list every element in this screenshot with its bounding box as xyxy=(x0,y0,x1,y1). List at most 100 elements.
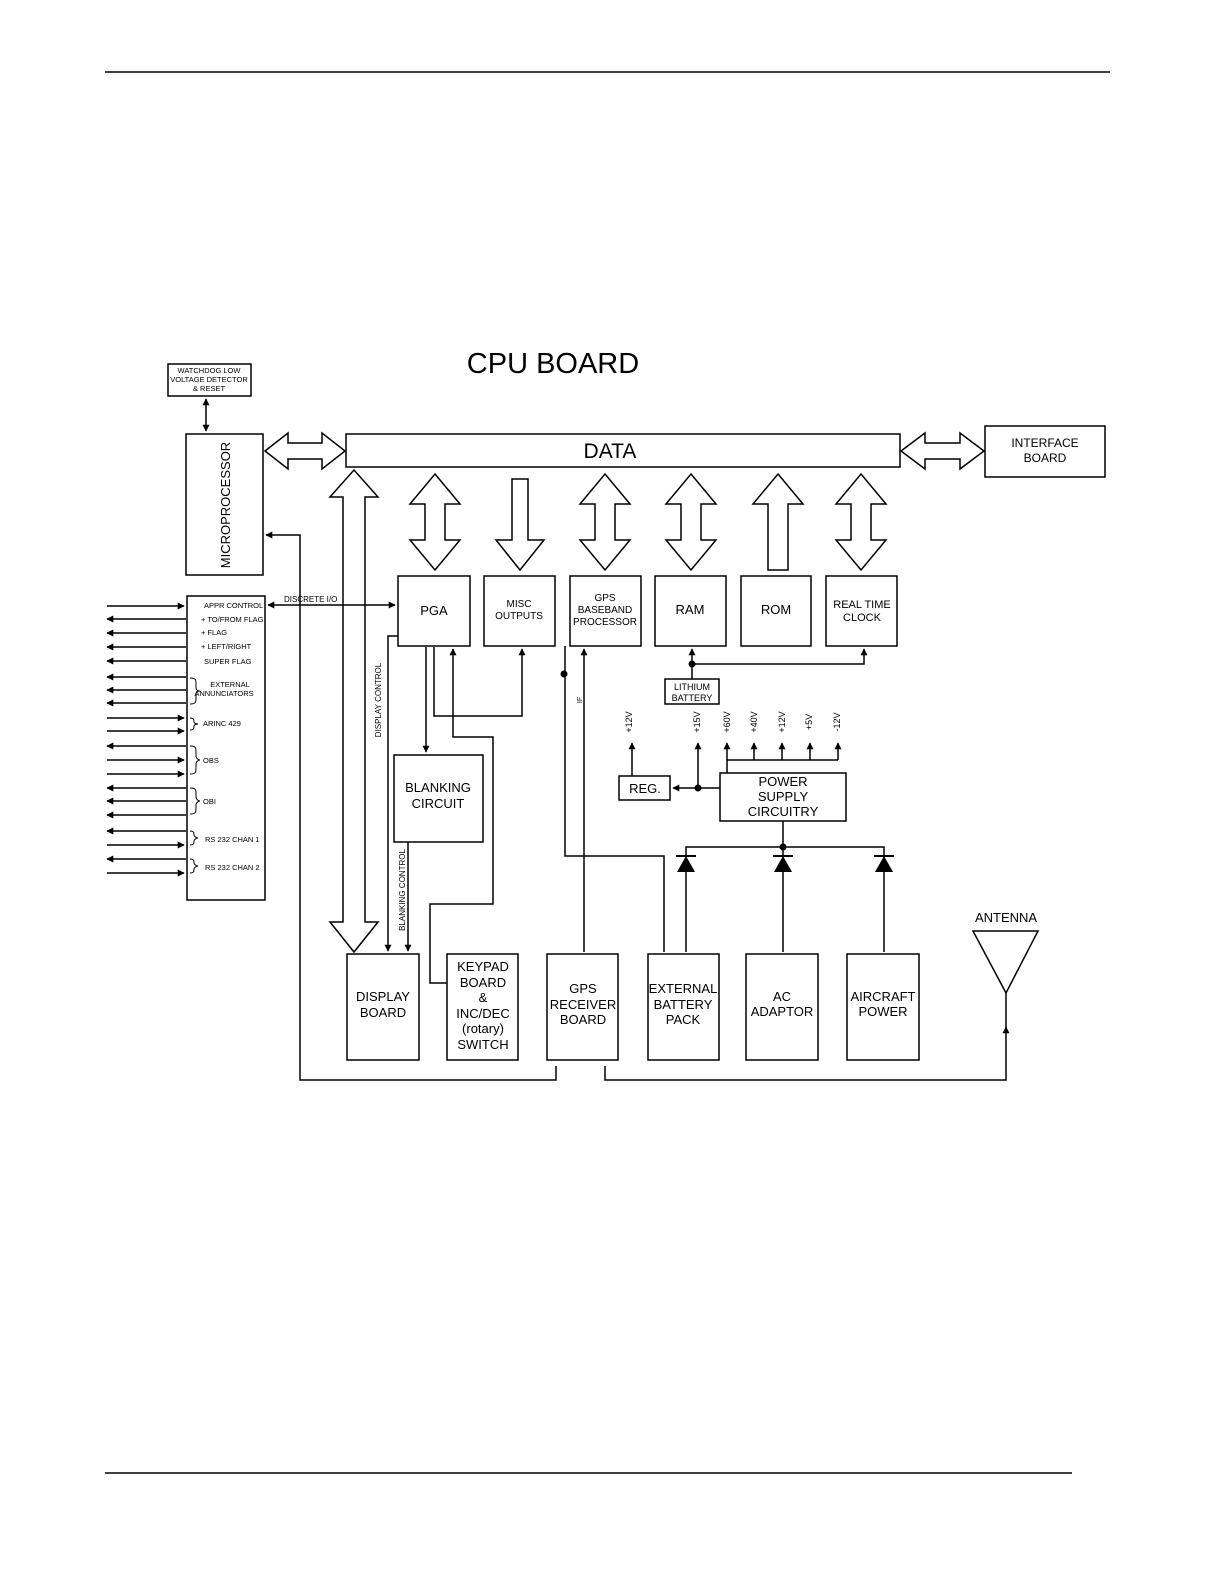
data-bus: DATA xyxy=(345,433,901,468)
ac-adaptor-line-1: AC xyxy=(773,989,791,1004)
io-panel xyxy=(186,595,266,901)
bus-arrow-display xyxy=(328,468,380,954)
interface-bus-arrow xyxy=(899,431,986,471)
io-flag: + FLAG xyxy=(201,628,227,637)
lithium-line-1: LITHIUM xyxy=(674,682,710,692)
io-to-from-flag: + TO/FROM FLAG xyxy=(201,615,264,624)
pga-misc-line xyxy=(433,647,526,717)
diode-ac xyxy=(773,855,793,952)
io-annunciators: ANNUNCIATORS xyxy=(194,689,253,698)
watchdog-block: WATCHDOG LOW VOLTAGE DETECTOR & RESET xyxy=(167,363,252,397)
brace-obs xyxy=(189,745,201,775)
bus-arrow-gps xyxy=(578,472,632,572)
power-supply-block: POWER SUPPLY CIRCUITRY xyxy=(719,772,847,822)
if-label: IF xyxy=(577,697,584,703)
battery-sense-line xyxy=(564,674,665,952)
misc-line-2: OUTPUTS xyxy=(495,611,543,622)
ac-adaptor-line-2: ADAPTOR xyxy=(751,1004,814,1019)
interface-line-2: BOARD xyxy=(1024,451,1067,465)
io-left-right: + LEFT/RIGHT xyxy=(201,642,252,651)
ext-battery-line-1: EXTERNAL xyxy=(649,981,718,996)
ram-label: RAM xyxy=(676,602,705,617)
voltage-12v: +12V xyxy=(777,711,787,732)
display-board-block: DISPLAY BOARD xyxy=(346,953,420,1061)
rtc-block: REAL TIME CLOCK xyxy=(825,575,898,647)
rtc-line-2: CLOCK xyxy=(843,612,882,624)
brace-rs232-1 xyxy=(189,830,199,846)
misc-line-1: MISC xyxy=(507,599,532,610)
power-supply-line-2: SUPPLY xyxy=(758,789,809,804)
io-external: EXTERNAL xyxy=(210,680,250,689)
io-rs232-1: RS 232 CHAN 1 xyxy=(205,835,260,844)
antenna-feed-line xyxy=(604,1026,1010,1081)
diode-aircraft xyxy=(874,855,894,952)
diode-rail xyxy=(685,846,885,856)
gps-receiver-block: GPS RECEIVER BOARD xyxy=(546,953,619,1061)
voltage-60v: +60V xyxy=(722,711,732,732)
blanking-line-2: CIRCUIT xyxy=(412,796,465,811)
io-super-flag: SUPER FLAG xyxy=(204,657,252,666)
keypad-line-6: SWITCH xyxy=(457,1037,508,1052)
power-rail-top xyxy=(726,759,838,773)
display-control-label: DISPLAY CONTROL xyxy=(374,662,383,737)
watchdog-line-2: VOLTAGE DETECTOR xyxy=(170,375,248,384)
gps-receiver-line-3: BOARD xyxy=(560,1012,606,1027)
diagram-title: CPU BOARD xyxy=(467,348,639,380)
bus-arrow-pga xyxy=(408,472,462,572)
lithium-rtc-line xyxy=(692,648,868,665)
microprocessor-block: MICROPROCESSOR xyxy=(185,433,264,576)
interface-board-block: INTERFACE BOARD xyxy=(984,425,1106,478)
bus-arrow-rom xyxy=(751,472,805,571)
keypad-line-4: INC/DEC xyxy=(456,1006,509,1021)
brace-rs232-2 xyxy=(189,858,199,874)
bus-arrow-ram xyxy=(664,472,718,572)
io-obs: OBS xyxy=(203,756,219,765)
rom-label: ROM xyxy=(761,602,791,617)
aircraft-power-line-2: POWER xyxy=(858,1004,907,1019)
voltage-40v: +40V xyxy=(749,711,759,732)
gps-receiver-line-2: RECEIVER xyxy=(550,997,616,1012)
regulator-label: REG. xyxy=(629,781,661,796)
keypad-line-3: & xyxy=(479,990,488,1005)
ext-battery-line-2: BATTERY xyxy=(654,997,713,1012)
watchdog-line-3: & RESET xyxy=(193,384,226,393)
watchdog-line-1: WATCHDOG LOW xyxy=(178,366,242,375)
micro-bus-arrow xyxy=(263,431,347,471)
keypad-line-2: BOARD xyxy=(460,975,506,990)
gps-micro-line xyxy=(265,531,557,1081)
rtc-line-1: REAL TIME xyxy=(833,599,890,611)
pga-label: PGA xyxy=(420,603,448,618)
voltage-minus-12v: -12V xyxy=(832,712,842,731)
gps-baseband-block: GPS BASEBAND PROCESSOR xyxy=(569,575,642,647)
gps-baseband-line-1: GPS xyxy=(594,593,615,604)
power-rail-arrows xyxy=(723,742,842,760)
external-battery-block: EXTERNAL BATTERY PACK xyxy=(647,953,720,1061)
voltage-reg-12v: +12V xyxy=(624,711,634,732)
antenna-label: ANTENNA xyxy=(975,910,1037,925)
ext-battery-line-3: PACK xyxy=(666,1012,701,1027)
display-board-line-1: DISPLAY xyxy=(356,989,410,1004)
baseband-junction xyxy=(560,670,568,678)
brace-annunciators xyxy=(189,677,201,705)
keypad-line-1: KEYPAD xyxy=(457,959,509,974)
lithium-battery-block: LITHIUM BATTERY xyxy=(664,678,720,705)
gps-receiver-line-1: GPS xyxy=(569,981,597,996)
lithium-junction xyxy=(688,660,696,668)
blanking-line-1: BLANKING xyxy=(405,780,471,795)
keypad-line-5: (rotary) xyxy=(462,1021,504,1036)
keypad-board-block: KEYPAD BOARD & INC/DEC (rotary) SWITCH xyxy=(446,953,519,1061)
ac-adaptor-block: AC ADAPTOR xyxy=(745,953,819,1061)
diode-battery xyxy=(676,855,696,952)
microprocessor-label: MICROPROCESSOR xyxy=(218,442,233,568)
io-signal-lines xyxy=(106,602,186,877)
ram-block: RAM xyxy=(654,575,727,647)
data-bus-label: DATA xyxy=(584,440,637,463)
misc-outputs-block: MISC OUTPUTS xyxy=(483,575,556,647)
io-appr-control: APPR CONTROL xyxy=(204,601,263,610)
io-obi: OBI xyxy=(203,797,216,806)
voltage-15v: +15V xyxy=(692,711,702,732)
keypad-pga-line xyxy=(429,648,494,984)
rom-block: ROM xyxy=(740,575,812,647)
pga-block: PGA xyxy=(397,575,471,647)
voltage-5v: +5V xyxy=(804,714,814,730)
